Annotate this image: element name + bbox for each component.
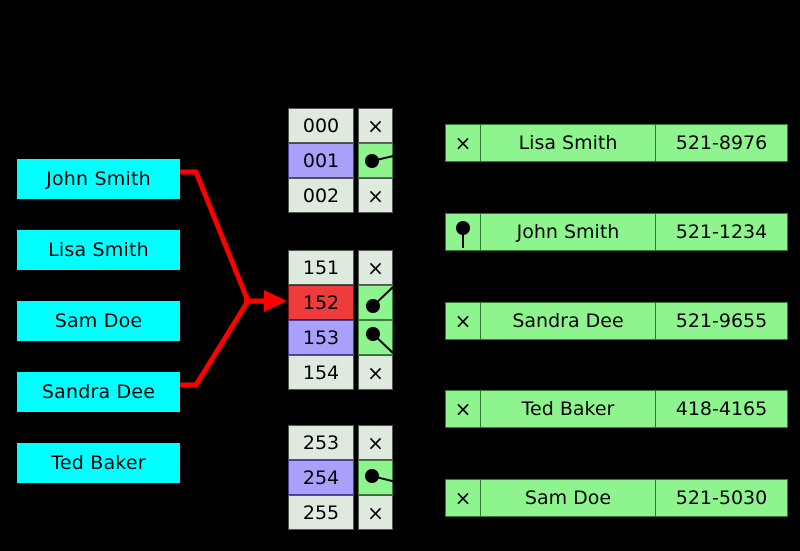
pointer-dot-icon — [456, 221, 470, 248]
key-label: Ted Baker — [51, 452, 146, 474]
x-icon: × — [367, 500, 384, 525]
key-label: Sandra Dee — [41, 381, 156, 403]
x-icon: × — [367, 430, 384, 455]
key-box-ted-baker[interactable]: Ted Baker — [17, 443, 180, 483]
bucket-index-label: 002 — [302, 184, 340, 207]
key-label: Lisa Smith — [48, 239, 149, 261]
key-box-lisa-smith[interactable]: Lisa Smith — [17, 230, 180, 270]
record-ted-baker[interactable]: × Ted Baker 418-4165 — [445, 390, 788, 428]
bucket-cell-001[interactable] — [358, 143, 403, 178]
bucket-index-label: 253 — [302, 431, 340, 454]
key-label: Sam Doe — [54, 310, 143, 332]
record-name: John Smith — [481, 213, 656, 251]
x-icon: × — [454, 486, 472, 510]
bucket-group-000: 000 × 001 002 × — [288, 108, 403, 213]
record-name: Ted Baker — [481, 390, 656, 428]
arrow-john-smith-to-152 — [180, 169, 251, 302]
bucket-row[interactable]: 152 — [288, 285, 394, 320]
bucket-row[interactable]: 255 × — [288, 495, 393, 530]
bucket-index-154: 154 — [288, 355, 354, 390]
bucket-index-label: 000 — [302, 114, 340, 137]
record-sam-doe[interactable]: × Sam Doe 521-5030 — [445, 479, 788, 517]
record-name: Sam Doe — [481, 479, 656, 517]
bucket-row[interactable]: 002 × — [288, 178, 393, 213]
bucket-row[interactable]: 154 × — [288, 355, 393, 390]
bucket-group-253: 253 × 254 255 × — [288, 425, 401, 530]
record-lisa-smith[interactable]: × Lisa Smith 521-8976 — [445, 124, 788, 162]
bucket-index-255: 255 — [288, 495, 354, 530]
bucket-index-002: 002 — [288, 178, 354, 213]
arrow-sandra-dee-to-152 — [180, 299, 251, 388]
bucket-cell-255[interactable]: × — [358, 495, 393, 530]
bucket-cell-154[interactable]: × — [358, 355, 393, 390]
bucket-row[interactable]: 001 — [288, 143, 403, 178]
bucket-row[interactable]: 151 × — [288, 250, 393, 285]
bucket-index-label: 255 — [302, 501, 340, 524]
bucket-row[interactable]: 000 × — [288, 108, 393, 143]
record-flag: × — [445, 479, 481, 517]
record-sandra-dee[interactable]: × Sandra Dee 521-9655 — [445, 302, 788, 340]
bucket-row[interactable]: 153 — [288, 320, 394, 355]
x-icon: × — [454, 397, 472, 421]
bucket-cell-002[interactable]: × — [358, 178, 393, 213]
bucket-row[interactable]: 253 × — [288, 425, 393, 460]
x-icon: × — [367, 360, 384, 385]
bucket-cell-000[interactable]: × — [358, 108, 393, 143]
record-flag: × — [445, 124, 481, 162]
bucket-index-label: 254 — [302, 466, 340, 489]
x-icon: × — [454, 309, 472, 333]
arrow-head — [264, 290, 287, 312]
bucket-index-254: 254 — [288, 460, 354, 495]
bucket-index-253: 253 — [288, 425, 354, 460]
bucket-index-label: 001 — [302, 149, 340, 172]
bucket-index-label: 151 — [302, 256, 340, 279]
key-box-sam-doe[interactable]: Sam Doe — [17, 301, 180, 341]
x-icon: × — [454, 131, 472, 155]
x-icon: × — [367, 255, 384, 280]
bucket-cell-153[interactable] — [358, 320, 394, 355]
bucket-index-label: 152 — [302, 291, 340, 314]
bucket-cell-254[interactable] — [358, 460, 401, 495]
record-name: Lisa Smith — [481, 124, 656, 162]
pointer-dot-icon — [366, 327, 394, 354]
x-icon: × — [367, 113, 384, 138]
bucket-index-151: 151 — [288, 250, 354, 285]
bucket-cell-253[interactable]: × — [358, 425, 393, 460]
x-icon: × — [367, 183, 384, 208]
record-john-smith[interactable]: John Smith 521-1234 — [445, 213, 788, 251]
bucket-index-label: 153 — [302, 326, 340, 349]
record-phone: 521-9655 — [656, 302, 788, 340]
record-phone: 418-4165 — [656, 390, 788, 428]
bucket-cell-152[interactable] — [358, 285, 394, 320]
bucket-index-153: 153 — [288, 320, 354, 355]
bucket-index-000: 000 — [288, 108, 354, 143]
bucket-row[interactable]: 254 — [288, 460, 401, 495]
pointer-dot-icon — [365, 469, 401, 484]
bucket-group-151: 151 × 152 153 — [288, 250, 394, 390]
record-phone: 521-1234 — [656, 213, 788, 251]
record-flag — [445, 213, 481, 251]
record-flag: × — [445, 302, 481, 340]
key-box-john-smith[interactable]: John Smith — [17, 159, 180, 199]
bucket-index-001: 001 — [288, 143, 354, 178]
record-phone: 521-5030 — [656, 479, 788, 517]
pointer-dot-icon — [366, 286, 394, 313]
record-name: Sandra Dee — [481, 302, 656, 340]
key-box-sandra-dee[interactable]: Sandra Dee — [17, 372, 180, 412]
bucket-index-label: 154 — [302, 361, 340, 384]
record-flag: × — [445, 390, 481, 428]
record-phone: 521-8976 — [656, 124, 788, 162]
pointer-dot-icon — [365, 153, 403, 168]
bucket-cell-151[interactable]: × — [358, 250, 393, 285]
bucket-index-152: 152 — [288, 285, 354, 320]
key-label: John Smith — [46, 168, 151, 190]
